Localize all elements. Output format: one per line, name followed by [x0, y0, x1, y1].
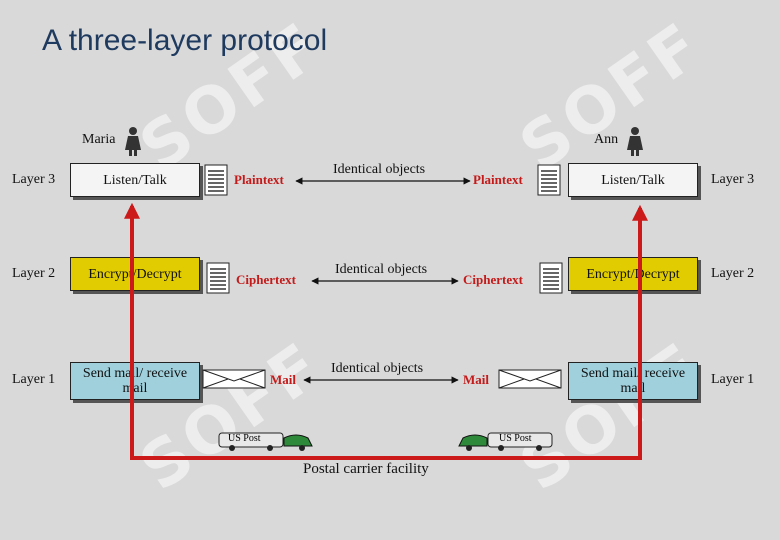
envelope-icon [202, 369, 266, 389]
truck-right-label: US Post [499, 433, 532, 444]
layer3-right-label: Layer 3 [711, 172, 755, 187]
carrier-label: Postal carrier facility [303, 461, 429, 477]
document-icon [206, 262, 230, 294]
document-icon [539, 262, 563, 294]
layer2-right-box: Encrypt/Decrypt [568, 257, 698, 291]
truck-right: US Post [457, 432, 553, 457]
layer3-right-object: Plaintext [473, 172, 523, 187]
person-icon [627, 127, 643, 156]
truck-icon [458, 432, 553, 451]
truck-left-label: US Post [228, 433, 261, 444]
layer1-right-object: Mail [463, 372, 489, 387]
layer1-left-object: Mail [270, 372, 296, 387]
layer1-right-label: Layer 1 [711, 372, 755, 387]
slide-title: A three-layer protocol [42, 24, 328, 57]
document-icon [204, 164, 228, 196]
message-path [130, 204, 648, 460]
layer2-left-object: Ciphertext [236, 272, 296, 287]
person-right-name: Ann [594, 132, 619, 147]
layer3-middle-label: Identical objects [333, 162, 426, 177]
layer1-middle-label: Identical objects [331, 361, 424, 376]
layer2-right-object: Ciphertext [463, 272, 523, 287]
layer3-left-label: Layer 3 [12, 172, 56, 187]
layer1-left-box: Send mail/ receive mail [70, 362, 200, 400]
layer3-left-box: Listen/Talk [70, 163, 200, 197]
person-left-name: Maria [82, 132, 116, 147]
truck-icon [218, 432, 313, 451]
layer2-left-box: Encrypt/Decrypt [70, 257, 200, 291]
document-icon [537, 164, 561, 196]
layer3-right-box: Listen/Talk [568, 163, 698, 197]
layer1-right-box: Send mail/ receive mail [568, 362, 698, 400]
truck-left: US Post [218, 432, 314, 457]
layer2-left-label: Layer 2 [12, 266, 56, 281]
person-icon [125, 127, 141, 156]
envelope-icon [498, 369, 562, 389]
layer2-middle-label: Identical objects [335, 262, 428, 277]
layer1-left-label: Layer 1 [12, 372, 56, 387]
layer3-left-object: Plaintext [234, 172, 284, 187]
layer2-right-label: Layer 2 [711, 266, 755, 281]
